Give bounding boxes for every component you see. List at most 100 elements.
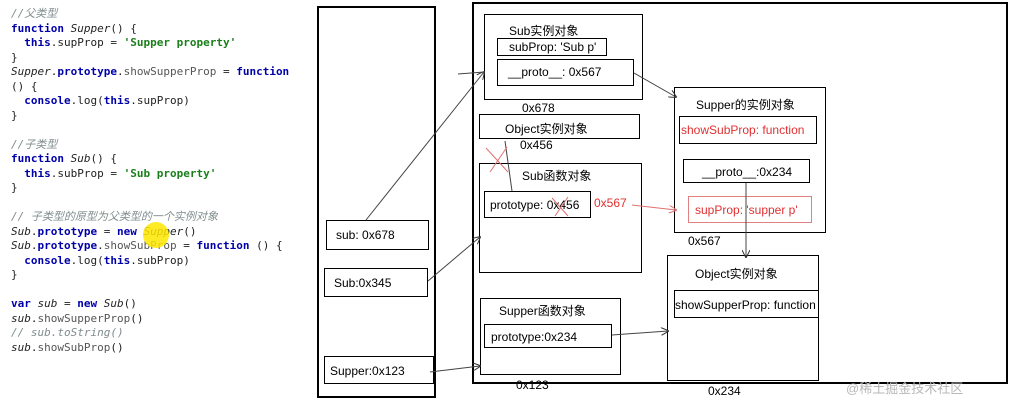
- code-token: Supper: [70, 21, 111, 35]
- code-line: // sub.toString(): [11, 326, 124, 340]
- code-token: =: [97, 224, 117, 238]
- supper-instance-title: Supper的实例对象: [696, 98, 795, 112]
- code-line: this.subProp = 'Sub property': [11, 167, 216, 181]
- code-token: =: [176, 239, 197, 252]
- code-token: // sub.toString(): [11, 326, 124, 339]
- code-token: prototype: [37, 239, 98, 252]
- sub-function-new-prototype: 0x567: [594, 196, 627, 210]
- code-token: .supProp =: [50, 36, 124, 49]
- supper-function-address: 0x123: [516, 378, 549, 392]
- object-instance-456-address: 0x456: [520, 138, 553, 152]
- code-token: Sub: [70, 152, 91, 165]
- code-line: }: [11, 51, 18, 65]
- code-token: var: [11, 297, 38, 310]
- code-token: console: [24, 253, 71, 267]
- code-token: 'Supper property': [123, 36, 237, 49]
- sub-function-title: Sub函数对象: [522, 169, 592, 183]
- code-line: Supper.prototype.showSupperProp = functi…: [11, 65, 289, 79]
- code-token: new: [77, 297, 104, 310]
- code-token: [11, 254, 24, 267]
- object-prototype-method-label: showSupperProp: function: [675, 298, 816, 312]
- supper-instance-showsubprop-label: showSubProp: function: [681, 123, 805, 137]
- code-token: this: [103, 94, 131, 107]
- code-token: this: [24, 36, 51, 49]
- code-token: sub: [11, 340, 31, 354]
- stack-frame: [317, 6, 436, 398]
- stack-var-Sub: Sub:0x345: [324, 268, 428, 297]
- code-token: }: [11, 50, 18, 64]
- code-token: =: [57, 297, 78, 310]
- object-instance-456: Object实例对象: [479, 114, 640, 139]
- code-token: .: [30, 340, 38, 354]
- code-token: .: [30, 239, 38, 252]
- code-token: function: [11, 21, 71, 35]
- code-token: [11, 36, 24, 49]
- code-line: }: [11, 181, 18, 195]
- code-token: Sub: [11, 239, 31, 252]
- code-token: .: [30, 311, 38, 325]
- code-token: sub: [11, 311, 31, 325]
- code-token: [11, 167, 24, 180]
- code-token: 'Sub property': [123, 166, 217, 180]
- code-token: () {: [249, 239, 283, 252]
- cursor-highlight: [143, 222, 169, 248]
- code-token: () {: [90, 152, 117, 165]
- code-line: }: [11, 109, 18, 123]
- code-line: Sub.prototype.showSubProp = function () …: [11, 239, 283, 253]
- sub-function-prototype: prototype: 0x456: [484, 191, 591, 218]
- stack-var-Sub-label: Sub:0x345: [334, 276, 392, 290]
- code-token: .: [50, 65, 58, 78]
- code-line: sub.showSubProp(): [11, 341, 124, 355]
- code-line: console.log(this.supProp): [11, 94, 190, 108]
- code-token: }: [11, 108, 18, 122]
- supper-function-prototype-label: prototype:0x234: [491, 330, 578, 344]
- code-line: //父类型: [11, 7, 57, 21]
- supper-instance-supprop: supProp: 'supper p': [688, 196, 812, 223]
- code-token: .: [30, 224, 38, 238]
- code-token: function: [196, 239, 250, 252]
- code-token: .supProp): [130, 94, 190, 107]
- sub-instance-address: 0x678: [522, 101, 555, 115]
- code-token: prototype: [57, 65, 117, 78]
- code-token: showSupperProp: [37, 311, 131, 325]
- code-token: }: [11, 268, 18, 281]
- stack-var-Supper: Supper:0x123: [324, 356, 434, 384]
- sub-function-object: Sub函数对象: [479, 163, 642, 273]
- code-token: showSubProp: [37, 340, 111, 354]
- code-token: }: [11, 181, 18, 194]
- sub-instance-subprop-label: subProp: 'Sub p': [509, 40, 597, 54]
- code-token: function: [11, 152, 71, 165]
- code-line: var sub = new Sub(): [11, 297, 137, 311]
- sub-instance-proto: __proto__: 0x567: [497, 59, 634, 86]
- code-token: new: [116, 224, 144, 238]
- object-prototype-address: 0x234: [708, 384, 741, 398]
- object-instance-456-title: Object实例对象: [505, 122, 588, 136]
- stack-var-Supper-label: Supper:0x123: [330, 364, 405, 378]
- code-token: .subProp): [130, 253, 190, 267]
- code-token: this: [24, 166, 51, 180]
- code-token: showSupperProp: [123, 65, 217, 78]
- code-line: // 子类型的原型为父类型的一个实例对象: [11, 210, 218, 224]
- code-token: () {: [11, 79, 38, 93]
- sub-instance-subprop: subProp: 'Sub p': [497, 38, 607, 56]
- supper-function-prototype: prototype:0x234: [484, 324, 612, 348]
- code-token: () {: [110, 21, 137, 35]
- stack-var-sub-label: sub: 0x678: [336, 228, 395, 242]
- code-token: this: [103, 253, 131, 267]
- code-line: sub.showSupperProp(): [11, 312, 143, 326]
- code-line: console.log(this.subProp): [11, 254, 190, 268]
- supper-instance-address: 0x567: [688, 234, 721, 248]
- code-line: function Sub() {: [11, 152, 117, 166]
- code-token: .log(: [70, 253, 104, 267]
- code-token: [11, 94, 24, 107]
- supper-instance-supprop-label: supProp: 'supper p': [695, 203, 798, 217]
- code-token: (): [130, 311, 144, 325]
- code-token: (): [183, 224, 197, 238]
- code-token: // 子类型的原型为父类型的一个实例对象: [11, 210, 218, 223]
- code-token: .log(: [70, 94, 104, 107]
- code-token: //父类型: [11, 7, 58, 20]
- code-token: .: [97, 239, 104, 252]
- code-token: function: [236, 65, 290, 78]
- object-prototype-object: Object实例对象: [667, 255, 819, 381]
